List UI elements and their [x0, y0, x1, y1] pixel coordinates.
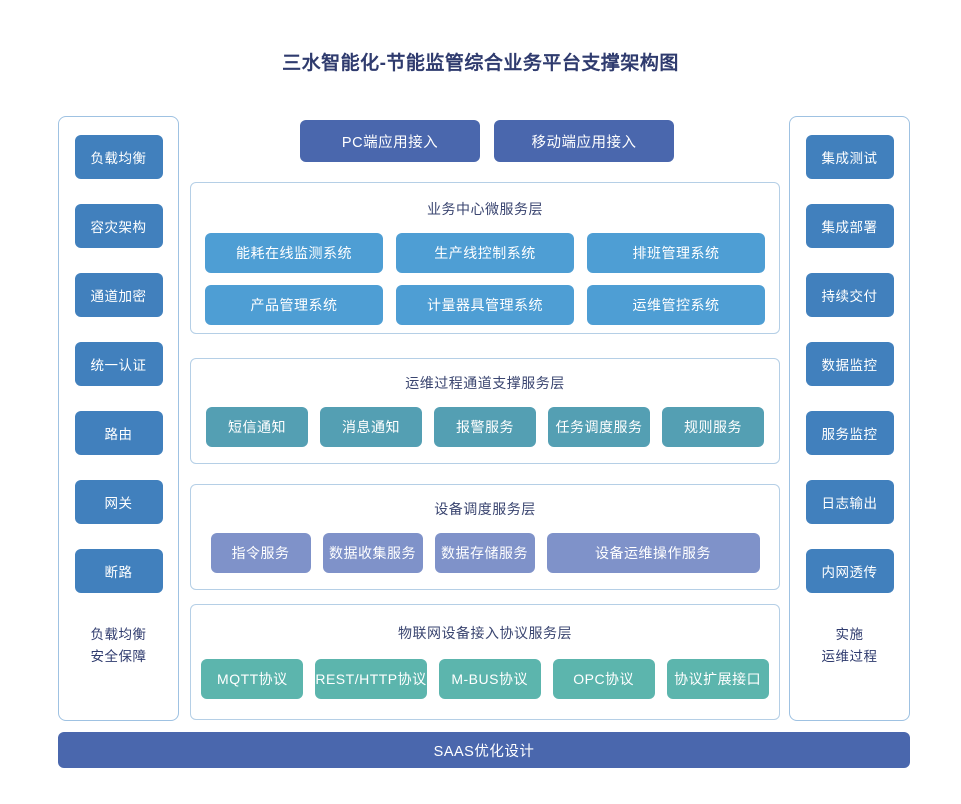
layer-business-title: 业务中心微服务层: [427, 201, 543, 217]
service-command[interactable]: 指令服务: [210, 533, 311, 573]
layer-business-row-2: 产品管理系统 计量器具管理系统 运维管控系统: [191, 285, 779, 325]
layer-device-title: 设备调度服务层: [434, 501, 536, 517]
service-shift-management[interactable]: 排班管理系统: [587, 233, 765, 273]
sidebar-item-circuit-breaker[interactable]: 断路: [74, 549, 163, 593]
left-column-footer-line2: 安全保障: [90, 649, 147, 665]
layer-iot-row-1: MQTT协议 REST/HTTP协议 M-BUS协议 OPC协议 协议扩展接口: [191, 659, 779, 699]
service-data-collection[interactable]: 数据收集服务: [322, 533, 423, 573]
service-task-scheduling[interactable]: 任务调度服务: [548, 407, 650, 447]
service-production-line-control[interactable]: 生产线控制系统: [396, 233, 574, 273]
sidebar-item-integration-deploy[interactable]: 集成部署: [805, 204, 894, 248]
service-device-ops-operation[interactable]: 设备运维操作服务: [546, 533, 760, 573]
service-metering-instrument-management[interactable]: 计量器具管理系统: [396, 285, 574, 325]
service-message-notification[interactable]: 消息通知: [320, 407, 422, 447]
application-access-row: PC端应用接入 移动端应用接入: [300, 120, 674, 162]
sidebar-item-gateway[interactable]: 网关: [74, 480, 163, 524]
layer-ops-row-1: 短信通知 消息通知 报警服务 任务调度服务 规则服务: [191, 407, 779, 447]
right-column-footer-line2: 运维过程: [821, 649, 878, 665]
sidebar-item-unified-auth[interactable]: 统一认证: [74, 342, 163, 386]
access-button-pc[interactable]: PC端应用接入: [300, 120, 480, 162]
sidebar-item-data-monitoring[interactable]: 数据监控: [805, 342, 894, 386]
protocol-mbus[interactable]: M-BUS协议: [438, 659, 541, 699]
sidebar-item-integration-test[interactable]: 集成测试: [805, 135, 894, 179]
protocol-rest-http[interactable]: REST/HTTP协议: [315, 659, 427, 699]
service-sms-notification[interactable]: 短信通知: [206, 407, 308, 447]
service-alarm[interactable]: 报警服务: [434, 407, 536, 447]
left-column-footer: 负载均衡 安全保障: [91, 624, 147, 669]
left-support-column: 负载均衡 容灾架构 通道加密 统一认证 路由 网关 断路 负载均衡 安全保障: [58, 116, 179, 721]
layer-ops-channel-support: 运维过程通道支撑服务层 短信通知 消息通知 报警服务 任务调度服务 规则服务: [190, 358, 780, 464]
protocol-mqtt[interactable]: MQTT协议: [201, 659, 304, 699]
layer-ops-title: 运维过程通道支撑服务层: [405, 375, 565, 391]
sidebar-item-intranet-tunnel[interactable]: 内网透传: [805, 549, 894, 593]
page-title: 三水智能化-节能监管综合业务平台支撑架构图: [282, 53, 679, 74]
access-button-mobile[interactable]: 移动端应用接入: [494, 120, 674, 162]
right-support-column: 集成测试 集成部署 持续交付 数据监控 服务监控 日志输出 内网透传 实施 运维…: [789, 116, 910, 721]
protocol-extension-interface[interactable]: 协议扩展接口: [666, 659, 769, 699]
protocol-opc[interactable]: OPC协议: [552, 659, 655, 699]
layer-business-row-1: 能耗在线监测系统 生产线控制系统 排班管理系统: [191, 233, 779, 273]
layer-iot-title: 物联网设备接入协议服务层: [398, 625, 572, 641]
sidebar-item-routing[interactable]: 路由: [74, 411, 163, 455]
sidebar-item-channel-encryption[interactable]: 通道加密: [74, 273, 163, 317]
service-rule-engine[interactable]: 规则服务: [662, 407, 764, 447]
right-column-footer: 实施 运维过程: [822, 624, 878, 669]
service-product-management[interactable]: 产品管理系统: [205, 285, 383, 325]
saas-optimization-bar[interactable]: SAAS优化设计: [58, 732, 910, 768]
service-energy-online-monitoring[interactable]: 能耗在线监测系统: [205, 233, 383, 273]
sidebar-item-disaster-recovery[interactable]: 容灾架构: [74, 204, 163, 248]
sidebar-item-service-monitoring[interactable]: 服务监控: [805, 411, 894, 455]
sidebar-item-continuous-delivery[interactable]: 持续交付: [805, 273, 894, 317]
service-ops-control[interactable]: 运维管控系统: [587, 285, 765, 325]
service-data-storage[interactable]: 数据存储服务: [434, 533, 535, 573]
sidebar-item-load-balance[interactable]: 负载均衡: [74, 135, 163, 179]
layer-business-microservice: 业务中心微服务层 能耗在线监测系统 生产线控制系统 排班管理系统 产品管理系统 …: [190, 182, 780, 334]
layer-device-scheduling: 设备调度服务层 指令服务 数据收集服务 数据存储服务 设备运维操作服务: [190, 484, 780, 590]
right-column-footer-line1: 实施: [835, 627, 864, 642]
layer-iot-protocol-access: 物联网设备接入协议服务层 MQTT协议 REST/HTTP协议 M-BUS协议 …: [190, 604, 780, 720]
layer-device-row-1: 指令服务 数据收集服务 数据存储服务 设备运维操作服务: [191, 533, 779, 573]
left-column-footer-line1: 负载均衡: [90, 627, 147, 642]
sidebar-item-log-output[interactable]: 日志输出: [805, 480, 894, 524]
